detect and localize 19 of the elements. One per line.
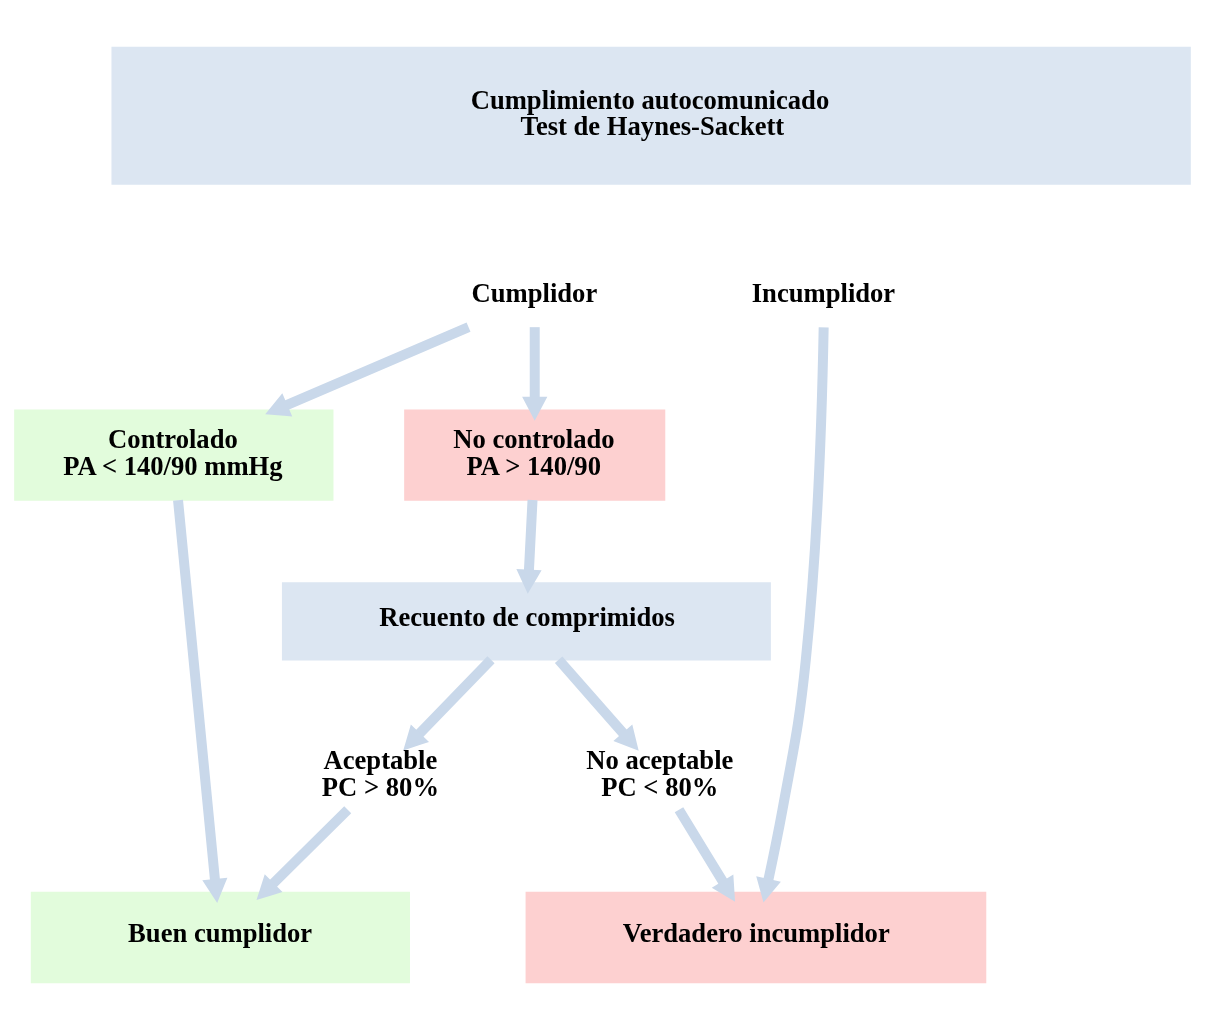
arrow [256, 806, 352, 900]
arrow [265, 322, 471, 417]
arrow [522, 327, 548, 421]
arrow [403, 656, 495, 751]
node-box: Controlado PA < 140/90 mmHg [14, 409, 334, 501]
arrow [516, 499, 542, 594]
arrow [674, 807, 736, 902]
arrow [554, 656, 639, 751]
node-text: Aceptable PC > 80% [321, 745, 440, 802]
node-box: Buen cumplidor [30, 891, 410, 984]
node-box: Recuento de comprimidos [281, 582, 771, 661]
node-box: Verdadero incumplidor [525, 891, 987, 984]
node-text: No aceptable PC < 80% [586, 745, 734, 802]
node-text: Cumplidor [471, 277, 598, 308]
node-text: Incumplidor [751, 277, 896, 308]
arrow [173, 499, 228, 903]
node-box: Cumplimiento autocomunicado Test de Haynes-Sackett [111, 46, 1191, 185]
node-box: No controlado PA > 140/90 [404, 409, 666, 501]
arrow [756, 327, 829, 903]
